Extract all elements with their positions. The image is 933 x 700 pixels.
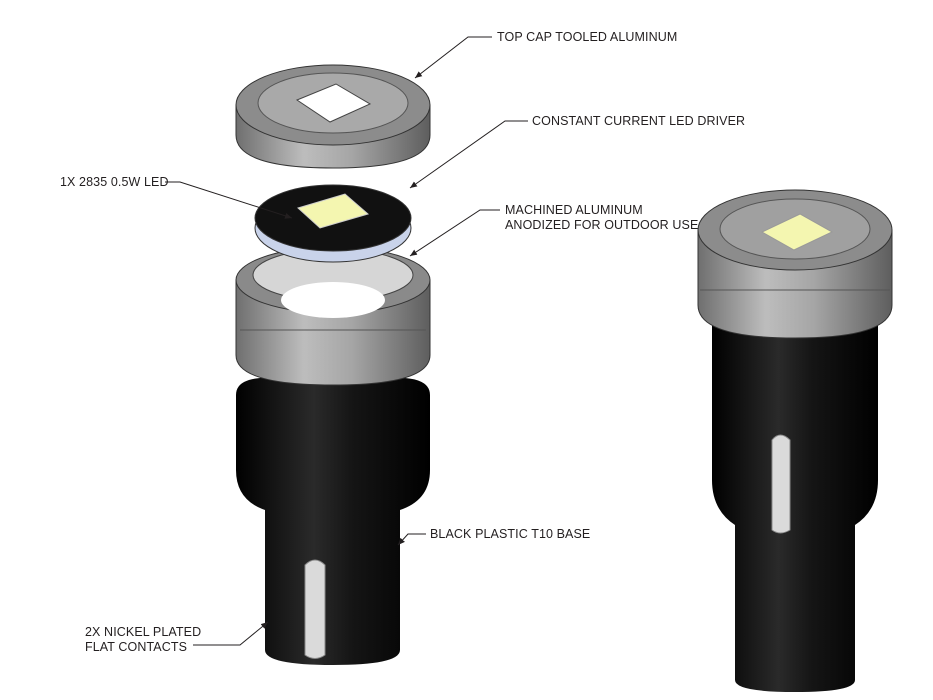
label-machined: MACHINED ALUMINUM ANODIZED FOR OUTDOOR U… — [505, 203, 698, 233]
assembled-bulb — [697, 189, 893, 692]
nickel-contact-left — [304, 559, 326, 659]
label-led: 1X 2835 0.5W LED — [60, 175, 169, 189]
machined-ring — [235, 246, 431, 386]
plastic-base-left — [236, 378, 430, 665]
top-cap — [235, 64, 431, 169]
label-base: BLACK PLASTIC T10 BASE — [430, 527, 591, 541]
label-machined-line2: ANODIZED FOR OUTDOOR USE — [505, 218, 699, 232]
label-machined-line1: MACHINED ALUMINUM — [505, 203, 643, 217]
label-driver: CONSTANT CURRENT LED DRIVER — [532, 114, 746, 128]
led-chip — [297, 193, 370, 229]
led-driver-board — [254, 184, 412, 263]
label-top-cap: TOP CAP TOOLED ALUMINUM — [497, 30, 678, 44]
label-contacts-line2: FLAT CONTACTS — [85, 640, 188, 654]
label-contacts: 2X NICKEL PLATED FLAT CONTACTS — [85, 625, 201, 655]
leader-lines — [165, 36, 528, 646]
nickel-contact-right — [771, 434, 791, 534]
label-contacts-line1: 2X NICKEL PLATED — [85, 625, 202, 639]
